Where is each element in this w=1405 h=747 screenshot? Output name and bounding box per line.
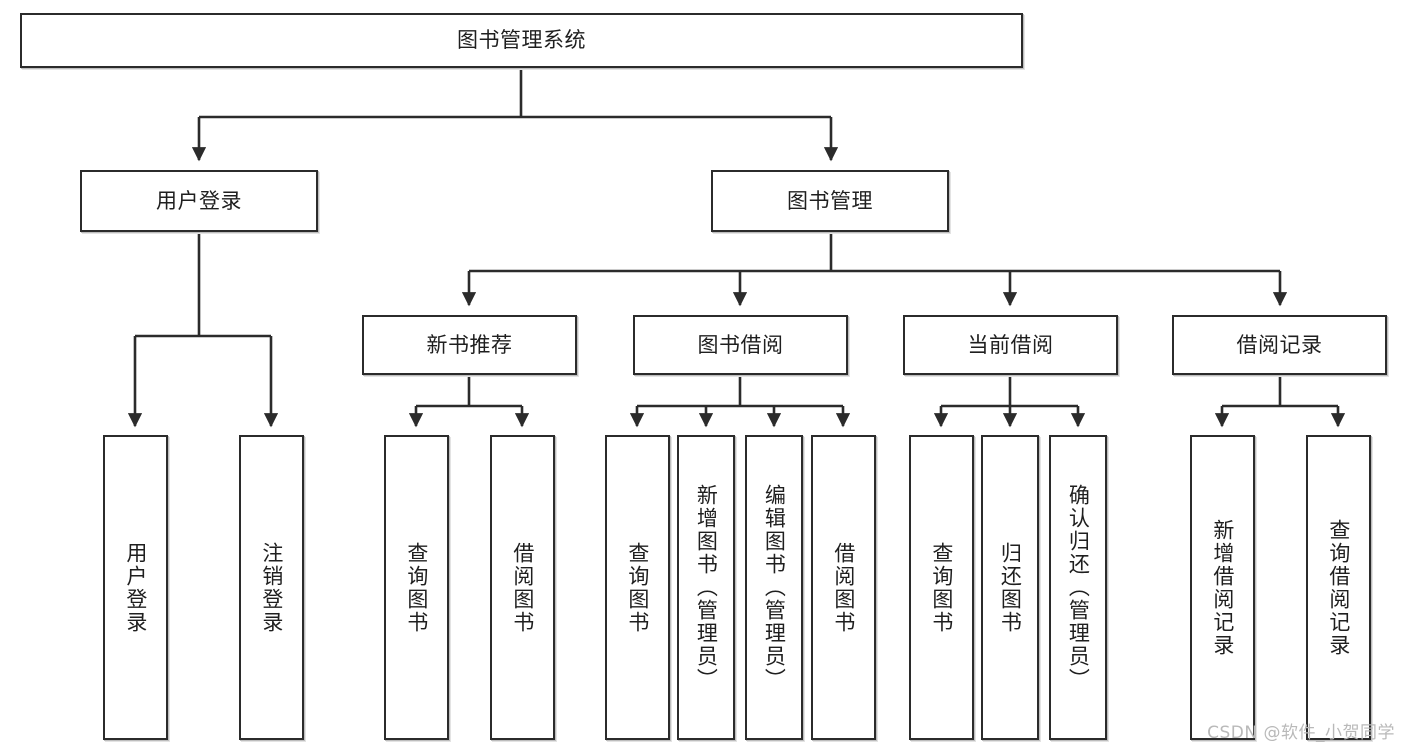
node-label: 用户登录: [123, 541, 148, 634]
node-root-system[interactable]: 图书管理系统: [20, 13, 1023, 68]
node-label: 新增图书（管理员）: [694, 484, 719, 691]
leaf-logout[interactable]: 注销登录: [239, 435, 304, 740]
edges-record-to-leaves: [1214, 375, 1346, 428]
edges-root-to-level2: [191, 68, 839, 162]
edges-borrow-to-leaves: [629, 375, 851, 428]
node-label: 图书借阅: [697, 332, 784, 357]
node-label: 用户登录: [156, 188, 242, 213]
node-label: 查询图书: [625, 541, 650, 634]
leaf-query-book-newbook[interactable]: 查询图书: [384, 435, 449, 740]
node-label: 编辑图书（管理员）: [762, 484, 787, 691]
node-label: 图书管理: [787, 188, 873, 213]
leaf-edit-book-admin[interactable]: 编辑图书（管理员）: [745, 435, 803, 740]
node-label: 查询图书: [929, 541, 954, 634]
node-borrow-record[interactable]: 借阅记录: [1172, 315, 1387, 375]
edges-newbook-to-leaves: [408, 375, 530, 428]
leaf-borrow-book-newbook[interactable]: 借阅图书: [490, 435, 555, 740]
node-label: 查询图书: [404, 541, 429, 634]
node-label: 图书管理系统: [457, 28, 586, 53]
node-label: 查询借阅记录: [1326, 518, 1351, 657]
leaf-confirm-return-admin[interactable]: 确认归还（管理员）: [1049, 435, 1107, 740]
csdn-watermark: CSDN @软件_小贺同学: [1207, 723, 1395, 743]
node-label: 确认归还（管理员）: [1066, 484, 1091, 691]
node-label: 注销登录: [259, 541, 284, 634]
leaf-borrow-book-borrow[interactable]: 借阅图书: [811, 435, 876, 740]
edges-current-to-leaves: [933, 375, 1086, 428]
leaf-query-book-current[interactable]: 查询图书: [909, 435, 974, 740]
node-label: 借阅图书: [831, 541, 856, 634]
leaf-query-borrow-record[interactable]: 查询借阅记录: [1306, 435, 1371, 740]
node-new-book-recommend[interactable]: 新书推荐: [362, 315, 577, 375]
node-label: 新书推荐: [426, 332, 513, 357]
node-book-management[interactable]: 图书管理: [711, 170, 949, 232]
leaf-add-book-admin[interactable]: 新增图书（管理员）: [677, 435, 735, 740]
node-label: 新增借阅记录: [1210, 518, 1235, 657]
leaf-add-borrow-record[interactable]: 新增借阅记录: [1190, 435, 1255, 740]
leaf-return-book[interactable]: 归还图书: [981, 435, 1039, 740]
edges-login-to-leaves: [127, 232, 279, 428]
node-label: 当前借阅: [967, 332, 1054, 357]
node-label: 借阅记录: [1236, 332, 1323, 357]
node-label: 归还图书: [998, 541, 1023, 634]
leaf-user-login[interactable]: 用户登录: [103, 435, 168, 740]
node-current-borrow[interactable]: 当前借阅: [903, 315, 1118, 375]
leaf-query-book-borrow[interactable]: 查询图书: [605, 435, 670, 740]
edges-bookmgmt-to-level3: [461, 232, 1288, 307]
node-user-login[interactable]: 用户登录: [80, 170, 318, 232]
node-book-borrow[interactable]: 图书借阅: [633, 315, 848, 375]
node-label: 借阅图书: [510, 541, 535, 634]
